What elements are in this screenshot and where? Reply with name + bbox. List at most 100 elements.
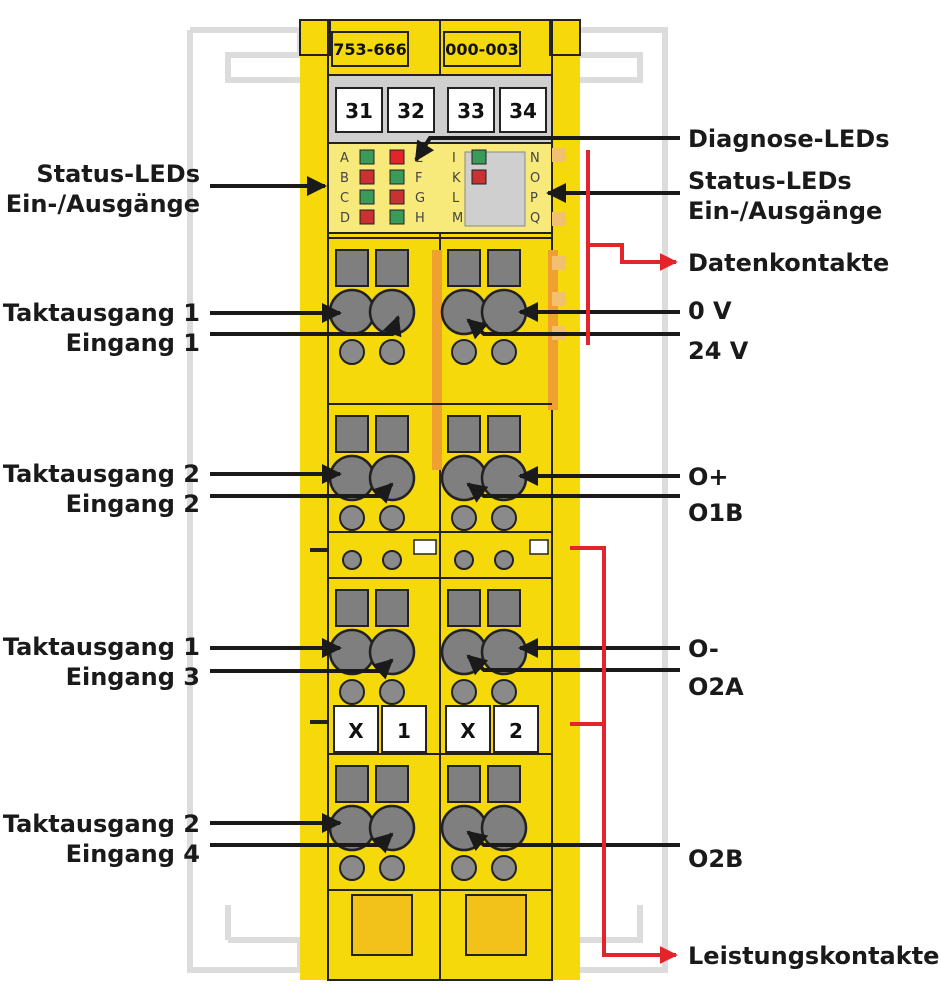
spring-release-square — [335, 765, 369, 803]
wire-entry-circle — [368, 628, 416, 676]
marker-2: 2 — [509, 719, 523, 743]
o2a-arrow — [466, 654, 680, 676]
datenkontakte-arrow — [588, 243, 678, 271]
test-point-circle — [379, 339, 405, 365]
spring-release-square — [335, 415, 369, 453]
spring-release-square — [487, 765, 521, 803]
test-point-circle — [379, 679, 405, 705]
wire-entry-circle — [368, 454, 416, 502]
test-point-circle — [451, 679, 477, 705]
data-contact-strip — [432, 148, 566, 470]
label-o2b: O2B — [688, 845, 744, 873]
label-diagnose-leds: Diagnose-LEDs — [688, 125, 890, 153]
label-0v: 0 V — [688, 297, 732, 325]
o2b-arrow — [466, 830, 680, 852]
part-number-left-text: 753-666 — [333, 40, 406, 59]
black-arrows — [210, 136, 680, 854]
test-point-circle — [379, 505, 405, 531]
label-leistungskontakte: Leistungskontakte — [688, 942, 940, 970]
part-number-right-text: 000-003 — [445, 40, 518, 59]
terminal-tag-31: 31 — [345, 99, 373, 123]
part-number-left: 753-666 — [331, 31, 409, 67]
led-letter-p: P — [530, 191, 538, 206]
led-letter-k: K — [452, 171, 461, 186]
release-tabs — [328, 889, 552, 956]
spring-release-square — [335, 249, 369, 287]
eingang-3-arrow — [210, 658, 394, 680]
led-letter-l: L — [452, 191, 460, 206]
led-letter-b: B — [340, 171, 349, 186]
o1b-arrow — [466, 482, 680, 503]
spring-release-square — [487, 589, 521, 627]
diagnose-led-group — [471, 149, 487, 185]
terminal-tag-34: 34 — [509, 99, 537, 123]
test-point-circle — [491, 505, 517, 531]
spring-release-square — [375, 765, 409, 803]
test-point-circle — [451, 505, 477, 531]
eingang-2-arrow — [210, 482, 394, 504]
spring-release-square — [335, 589, 369, 627]
spring-release-square — [375, 415, 409, 453]
terminal-blocks — [328, 237, 552, 881]
spring-release-square — [447, 415, 481, 453]
led-panel: A B C D E F G H I K L M N O P Q — [327, 142, 553, 234]
v24-arrow — [466, 318, 680, 340]
led-letter-n: N — [530, 151, 540, 166]
label-datenkontakte: Datenkontakte — [688, 249, 890, 277]
terminal-tag-33: 33 — [457, 99, 485, 123]
leistungskontakte-bracket — [570, 546, 678, 964]
test-point-circle — [339, 679, 365, 705]
spring-release-square — [447, 589, 481, 627]
marker-x-left: X — [348, 719, 364, 743]
eingang-1-arrow — [210, 315, 402, 338]
label-o1b: O1B — [688, 499, 744, 527]
wire-entry-circle — [480, 454, 528, 502]
wire-entry-circle — [480, 804, 528, 852]
eingang-4-arrow — [210, 832, 394, 854]
led-letter-o: O — [530, 171, 540, 186]
led-letter-g: G — [415, 191, 425, 206]
led-letter-i: I — [452, 151, 456, 166]
led-letter-f: F — [415, 171, 422, 186]
diagnose-leds-arrow — [414, 136, 680, 162]
test-point-circle — [339, 505, 365, 531]
led-letter-m: M — [452, 211, 463, 226]
marker-1: 1 — [397, 719, 411, 743]
spring-release-square — [487, 249, 521, 287]
led-letter-c: C — [340, 191, 349, 206]
wire-entry-circle — [480, 628, 528, 676]
test-point-circle — [339, 339, 365, 365]
wire-entry-circle — [368, 288, 416, 336]
wire-entry-circle — [480, 288, 528, 336]
terminal-tags: 31 32 33 34 — [335, 87, 547, 133]
label-24v: 24 V — [688, 337, 749, 365]
red-bracket-arrows — [570, 150, 678, 964]
test-point-circle — [379, 855, 405, 881]
label-o2a: O2A — [688, 673, 744, 701]
test-point-circle — [491, 339, 517, 365]
led-letter-a: A — [340, 151, 349, 166]
terminal-tag-32: 32 — [397, 99, 425, 123]
led-letter-d: D — [340, 211, 350, 226]
test-point-circle — [451, 339, 477, 365]
label-o-plus: O+ — [688, 463, 729, 491]
spring-release-square — [375, 249, 409, 287]
spring-release-square — [487, 415, 521, 453]
led-letter-h: H — [415, 211, 425, 226]
label-o-minus: O- — [688, 635, 719, 663]
marker-tags: X 1 X 2 — [310, 705, 539, 753]
spring-release-square — [447, 765, 481, 803]
middle-separator — [310, 531, 552, 579]
din-rail — [187, 27, 668, 973]
wire-entry-circle — [328, 628, 376, 676]
spring-release-square — [447, 249, 481, 287]
marker-x-right: X — [460, 719, 476, 743]
test-point-circle — [339, 855, 365, 881]
wire-entry-circle — [328, 454, 376, 502]
